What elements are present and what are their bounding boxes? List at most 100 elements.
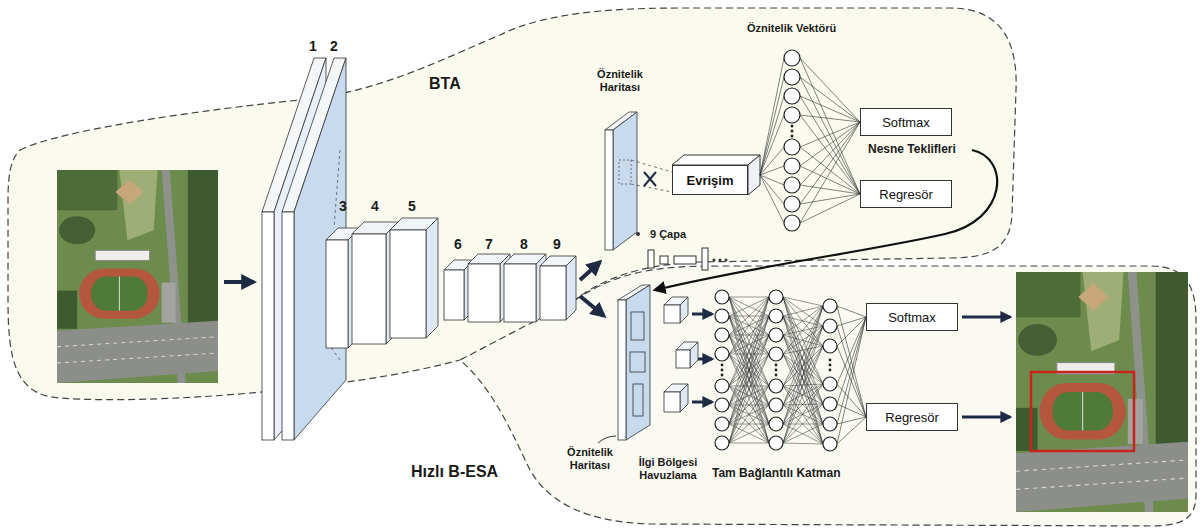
process-box: Softmax	[866, 303, 958, 331]
callout-number: 4	[371, 198, 379, 214]
label-box: Nesne Teklifleri	[868, 142, 956, 156]
anchor-box	[660, 256, 668, 264]
ellipsis-dot	[721, 364, 724, 367]
neuron	[784, 158, 800, 174]
network-line	[729, 386, 769, 387]
neuron	[784, 177, 800, 193]
network-line	[837, 306, 866, 317]
box-text: Softmax	[882, 115, 930, 130]
network-line	[729, 335, 769, 443]
network-line	[729, 297, 769, 443]
neuron	[823, 417, 837, 431]
block-front	[468, 264, 500, 322]
conv-layer-slab	[262, 212, 274, 440]
network-line	[729, 424, 769, 443]
network-line	[729, 386, 769, 424]
network-line	[800, 115, 860, 194]
ellipsis-dot	[791, 130, 794, 133]
feature-map	[631, 312, 644, 340]
neuron	[715, 347, 729, 361]
region-label: Hızlı B-ESA	[411, 463, 498, 480]
network-line	[783, 306, 823, 443]
network-line	[783, 306, 823, 424]
process-box: Regresör	[860, 180, 952, 208]
label-box: BTA	[429, 74, 461, 93]
conv-layer-block	[664, 297, 688, 323]
neuron	[784, 215, 800, 231]
conv-box-depth	[748, 155, 760, 195]
ellipsis-dot	[791, 135, 794, 138]
process-box: Evrişim	[672, 165, 748, 195]
ellipsis-dot	[775, 374, 778, 377]
network-line	[783, 316, 823, 424]
callout-number: 8	[520, 236, 528, 252]
neuron	[769, 328, 783, 342]
network-line	[783, 306, 823, 316]
network-line	[800, 194, 860, 223]
label-box: 7	[485, 236, 493, 253]
block-front	[676, 350, 690, 368]
network-line	[800, 122, 860, 185]
neuron	[823, 437, 837, 451]
block-side	[690, 342, 698, 368]
label-box: Öznitelik Haritası	[555, 446, 625, 472]
label-box: 9 Çapa	[650, 228, 686, 241]
anchor-box	[648, 248, 728, 270]
neuron	[784, 88, 800, 104]
network-line	[800, 96, 860, 122]
feature-map	[605, 130, 613, 250]
network-line	[783, 404, 823, 443]
network-line	[729, 386, 769, 443]
network-line	[760, 175, 784, 185]
sliding-window-line	[631, 160, 672, 192]
detection-box	[1031, 372, 1134, 451]
neuron	[823, 299, 837, 313]
region-label: BTA	[429, 75, 461, 92]
network-line	[783, 404, 823, 424]
conv-box-depth	[672, 155, 760, 165]
neuron	[715, 309, 729, 323]
label-box: Tam Bağlantılı Katman	[712, 466, 840, 480]
network-line	[837, 317, 866, 384]
network-line	[800, 122, 860, 223]
feature-map	[626, 285, 650, 440]
box-text: Regresör	[879, 187, 932, 202]
network-line	[800, 122, 860, 204]
neuron	[715, 379, 729, 393]
label-box: 2	[330, 38, 338, 55]
anchor-label: 9 Çapa	[650, 228, 686, 240]
callout-number: 1	[309, 38, 317, 54]
block-front	[664, 305, 680, 323]
network-line	[800, 185, 860, 194]
network-line	[783, 354, 823, 384]
network-line	[760, 147, 784, 175]
network-neurons	[715, 50, 837, 451]
label-box: İlgi Bölgesi Havuzlama	[629, 456, 707, 482]
ellipsis-dot	[791, 125, 794, 128]
feature-map	[633, 384, 643, 416]
callout-number: 2	[330, 38, 338, 54]
network-line	[783, 384, 823, 443]
conv-layer-block	[664, 384, 688, 412]
input-image	[57, 170, 218, 383]
ellipsis-dot	[829, 359, 832, 362]
network-line	[729, 405, 769, 443]
block-front	[352, 234, 386, 344]
neuron	[784, 50, 800, 66]
anchor-box	[702, 248, 708, 270]
layer-label: İlgi Bölgesi Havuzlama	[639, 456, 698, 481]
roi-arrow	[692, 313, 712, 316]
label-box: 9	[553, 236, 561, 253]
block-front	[326, 240, 348, 348]
ellipsis-dot	[721, 369, 724, 372]
network-line	[783, 354, 823, 444]
neuron	[715, 328, 729, 342]
neuron	[823, 339, 837, 353]
network-line	[837, 417, 866, 424]
anchor-box	[674, 256, 696, 264]
network-line	[729, 316, 769, 443]
split-arrow	[580, 262, 600, 280]
network-line	[760, 77, 784, 175]
network-line	[800, 166, 860, 194]
feature-map	[605, 112, 637, 250]
